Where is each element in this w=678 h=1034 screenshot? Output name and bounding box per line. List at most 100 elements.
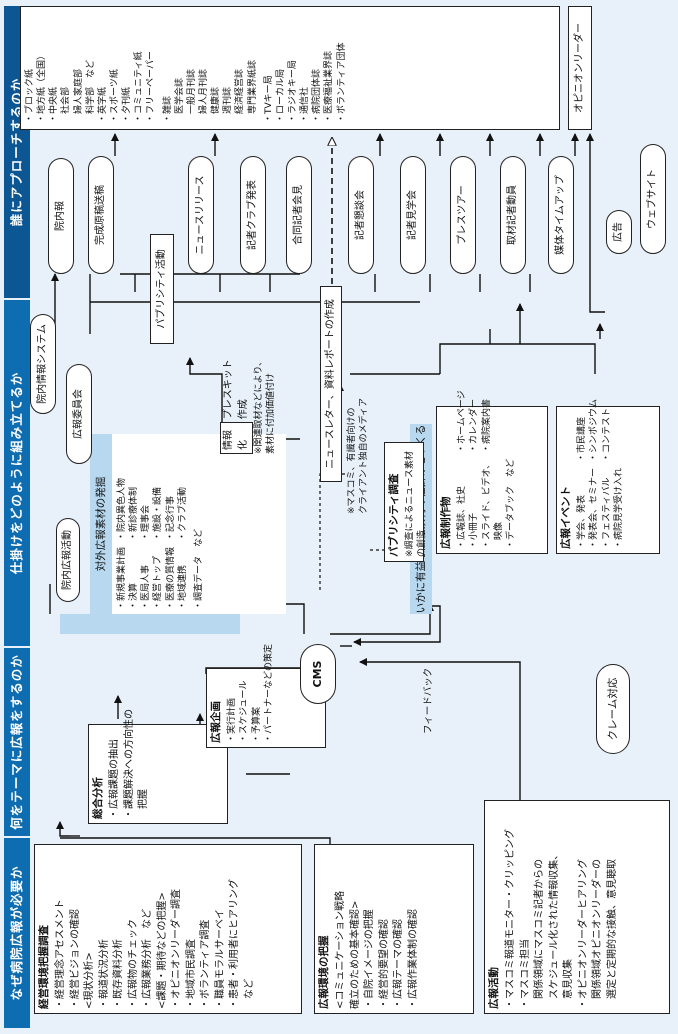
list-item: ・経営的要望の確認 — [378, 919, 390, 1009]
event-title: 広報イベント — [560, 486, 572, 549]
method-node: 記者クラブ発表 — [240, 156, 266, 274]
list-item: ・ブロック紙 — [25, 68, 35, 123]
list-item: ・記念行事 — [165, 495, 176, 541]
pub-katsudo-box: パブリシティ活動 — [150, 234, 174, 344]
list-item: ・自院イメージの把握 — [364, 909, 376, 1009]
innai-katsudo-node: 院内広報活動 — [56, 518, 80, 602]
list-item: 意見収集 — [563, 959, 575, 1009]
list-item: ・院内異色人物 — [117, 477, 127, 541]
list-item: ・既存資料分析 — [113, 939, 125, 1009]
list-item: ・経営理念アセスメント — [55, 899, 67, 1009]
list-item: ・理事会 — [141, 504, 152, 541]
list-item: ・病院案内書 — [481, 398, 492, 453]
publicity-box: パブリシティ調査 ※調査によるニュース素材の創造 — [384, 442, 427, 562]
list-item: ・経営トップ — [153, 555, 164, 610]
list-item: ・ホームページ — [457, 390, 468, 453]
taigai-col3: ・調査データ など — [193, 434, 205, 614]
keiei-list: ・経営理念アセスメント・経営ビジョンの確認<現状分析>・報道状況分析・既存資料分… — [54, 845, 257, 1013]
media-box: ・ブロック紙・地方紙（全国）・中央紙 社会部 婦人家庭部 科学部 など・英字紙・… — [20, 6, 560, 130]
list-item: ・英字紙 — [97, 86, 108, 123]
list-item: ・ラジオキー局 — [287, 60, 298, 123]
cms-node: CMS — [300, 644, 336, 704]
kikaku-title: 広報企画 — [210, 701, 222, 743]
list-item: ・コミュニティ紙 — [134, 51, 145, 123]
list-item: ・地域連携 — [177, 564, 188, 610]
list-item: ・実行計画 — [227, 697, 238, 743]
list-item: ・医療福祉業界誌 — [324, 50, 335, 123]
publicity-title: パブリシティ調査 — [388, 473, 400, 557]
list-item: ・小冊子 — [469, 512, 480, 549]
list-item: 婦人月刊誌 — [198, 68, 209, 123]
media-mid: ・雑誌 医学会誌 一般月刊誌 婦人月刊誌 健康誌 週刊誌 経済経営誌 専門業界紙… — [162, 13, 259, 123]
innai-sys-node: 院内情報システム — [30, 314, 56, 414]
event-col2: ・市民講座・シンポジウム・コンテスト — [576, 399, 625, 462]
katsudo-title: 広報活動 — [488, 967, 500, 1009]
list-item: ・施設・設備 — [153, 486, 164, 541]
list-item: ・TVキー局 — [263, 75, 274, 123]
list-item: 関係領域オピニオンリーダーの — [592, 859, 604, 1009]
press-prefix: 情報化 — [220, 422, 253, 454]
method-node: ニュースリリース — [188, 156, 214, 274]
list-item: ・マスコミ担当 — [519, 939, 531, 1009]
press-note-1: ※関連取材などにより、 — [254, 356, 264, 454]
list-item: ・新規事業計画 — [117, 546, 127, 610]
taigai-band — [60, 614, 240, 634]
list-item: <課題・期待などの把握> — [156, 892, 168, 1009]
list-item: <現状分析> — [84, 952, 96, 1009]
list-item: ・広報業務分析 など — [142, 909, 154, 1009]
list-item: ・フェスティバル — [601, 477, 612, 549]
list-item: ・パートナーなどの策定 — [263, 643, 274, 743]
publicity-note: ※調査によるニュース素材の創造 — [405, 451, 428, 557]
list-item: ・新診療体制 — [129, 486, 140, 541]
list-item: ・広報課題の抽出 — [109, 739, 121, 819]
kankyo-title: 広報環境の把握 — [318, 935, 330, 1010]
list-item: 専門業界紙誌 — [247, 59, 258, 123]
claim-node: クレーム対応 — [596, 664, 630, 754]
press-label: プレスキット作成 — [223, 359, 249, 420]
press-note-2: 素材に付加価値付け — [266, 372, 277, 454]
list-item: ・クラブ活動 — [177, 486, 188, 541]
keiei-box: 経営環境把握調査 ・経営理念アセスメント・経営ビジョンの確認<現状分析>・報道状… — [34, 844, 302, 1014]
list-item: ・雑誌 — [162, 95, 173, 123]
taigai-col2: ・院内異色人物・新診療体制・理事会・施設・設備・記念行事・クラブ活動 — [116, 478, 189, 541]
website-node: ウェブサイト — [640, 144, 666, 254]
list-item: ・コンテスト — [601, 407, 612, 462]
list-item: ・職員モラルサーベイ — [214, 909, 226, 1009]
method-node: 記者見学会 — [400, 156, 426, 274]
list-item: など — [243, 979, 255, 1009]
sogo-list: ・広報課題の抽出・課題解決への方向性の 把握 — [108, 709, 152, 823]
feedback-label: フィードバック — [423, 667, 434, 734]
seisaku-title: 広報制作物 — [440, 496, 452, 550]
list-item: ・データブック など — [505, 458, 516, 549]
list-item: 医学会誌 — [174, 77, 185, 123]
seisaku-col2: ・ホームページ・カレンダー・病院案内書 — [456, 390, 517, 453]
sogo-title: 総合分析 — [92, 777, 104, 819]
list-item: ・医療の質情報 — [165, 546, 176, 610]
list-item: ・病院団体誌 — [312, 68, 323, 123]
list-item: ・スポーツ紙 — [109, 69, 120, 123]
list-item: ・患者・利用者にヒアリング — [229, 879, 241, 1009]
method-node: 完成原稿送稿 — [88, 156, 114, 274]
list-item: 関係領域にマスコミ記者からの — [534, 859, 546, 1009]
list-item: ・オピニオンリーダー調査 — [171, 889, 183, 1009]
method-node: 記者懇談会 — [348, 156, 374, 274]
list-item: ・発表会、セミナー — [589, 467, 600, 549]
seisaku-col1: ・広報誌、社史・小冊子・スライド、ビデオ、 映像・データブック など — [456, 459, 517, 549]
list-item: ・報道状況分析 — [98, 939, 110, 1009]
list-item: ・ローカル局 — [275, 68, 286, 123]
list-item: ・通信社 — [300, 86, 311, 123]
list-item: 映像 — [493, 521, 504, 549]
method-node: 取材記者動員 — [500, 156, 526, 274]
list-item: 確立のための基本確認> — [349, 900, 361, 1009]
list-item: 社会部 — [61, 86, 72, 123]
list-item: 科学部 など — [85, 59, 96, 123]
press-group: 情報化 プレスキット作成 ※関連取材などにより、 素材に付加価値付け — [220, 356, 280, 454]
method-node: プレスツアー — [450, 156, 476, 274]
list-item: ・地方紙（全国） — [37, 50, 48, 123]
list-item: ・広報テーマの確認 — [393, 919, 405, 1009]
event-col1: ・学会、発表・発表会、セミナー・フェスティバル・病院見学受け入れ — [576, 468, 625, 549]
list-item: ・マスコミ報道モニター・クリッピング — [505, 829, 517, 1009]
taigai-box: 対外広報素材の発掘 ・新規事業計画・決算・医局人事・経営トップ・医療の質情報・地… — [90, 434, 286, 614]
list-item: ・スケジュール — [239, 680, 250, 743]
list-item: ・経営ビジョンの確認 — [69, 909, 81, 1009]
